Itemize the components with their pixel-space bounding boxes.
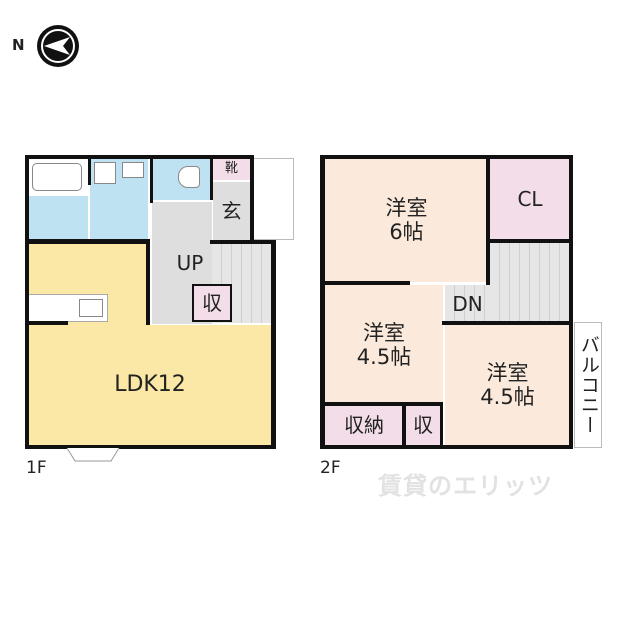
room-size: 4.5帖 [480, 385, 535, 409]
room-name: 洋室 [385, 195, 428, 220]
compass-icon [37, 25, 79, 67]
bathroom [28, 158, 88, 240]
storage-1f: 収 [192, 284, 232, 322]
ldk: LDK12 [28, 325, 272, 445]
hall-up-label: UP [176, 250, 204, 275]
western-room-6: 洋室 6帖 [325, 158, 488, 282]
compass-north-label: N [12, 36, 25, 54]
bay-window [66, 447, 120, 462]
storage-large: 収納 [325, 406, 403, 445]
watermark-logo: 賃貸のエリッツ [378, 472, 553, 500]
staircase-2f [490, 243, 570, 323]
washing-machine-icon [94, 162, 116, 184]
entrance: 玄 [213, 182, 250, 240]
room-size: 6帖 [389, 220, 424, 244]
floor-1-label: 1F [26, 458, 47, 478]
toilet-room [152, 158, 210, 200]
sink-icon [122, 162, 144, 178]
washroom [90, 158, 148, 240]
closet: CL [490, 158, 570, 240]
kitchen-sink-icon [79, 299, 103, 317]
room-name: 洋室 [363, 320, 405, 345]
western-room-4-5-right: 洋室 4.5帖 [445, 325, 570, 445]
bathtub-icon [32, 163, 82, 191]
shoe-cabinet: 靴 [213, 158, 250, 180]
toilet-icon [178, 166, 200, 188]
balcony: バルコニー [574, 322, 602, 448]
entry-door-area [252, 158, 294, 240]
room-name: 洋室 [486, 360, 529, 385]
stairs-dn-label: DN [445, 285, 490, 323]
storage-2f: 収 [406, 406, 440, 445]
room-size: 4.5帖 [356, 345, 412, 369]
kitchen-counter [28, 294, 108, 322]
floor-2-label: 2F [320, 458, 341, 478]
western-room-4-5-left: 洋室 4.5帖 [325, 285, 443, 405]
